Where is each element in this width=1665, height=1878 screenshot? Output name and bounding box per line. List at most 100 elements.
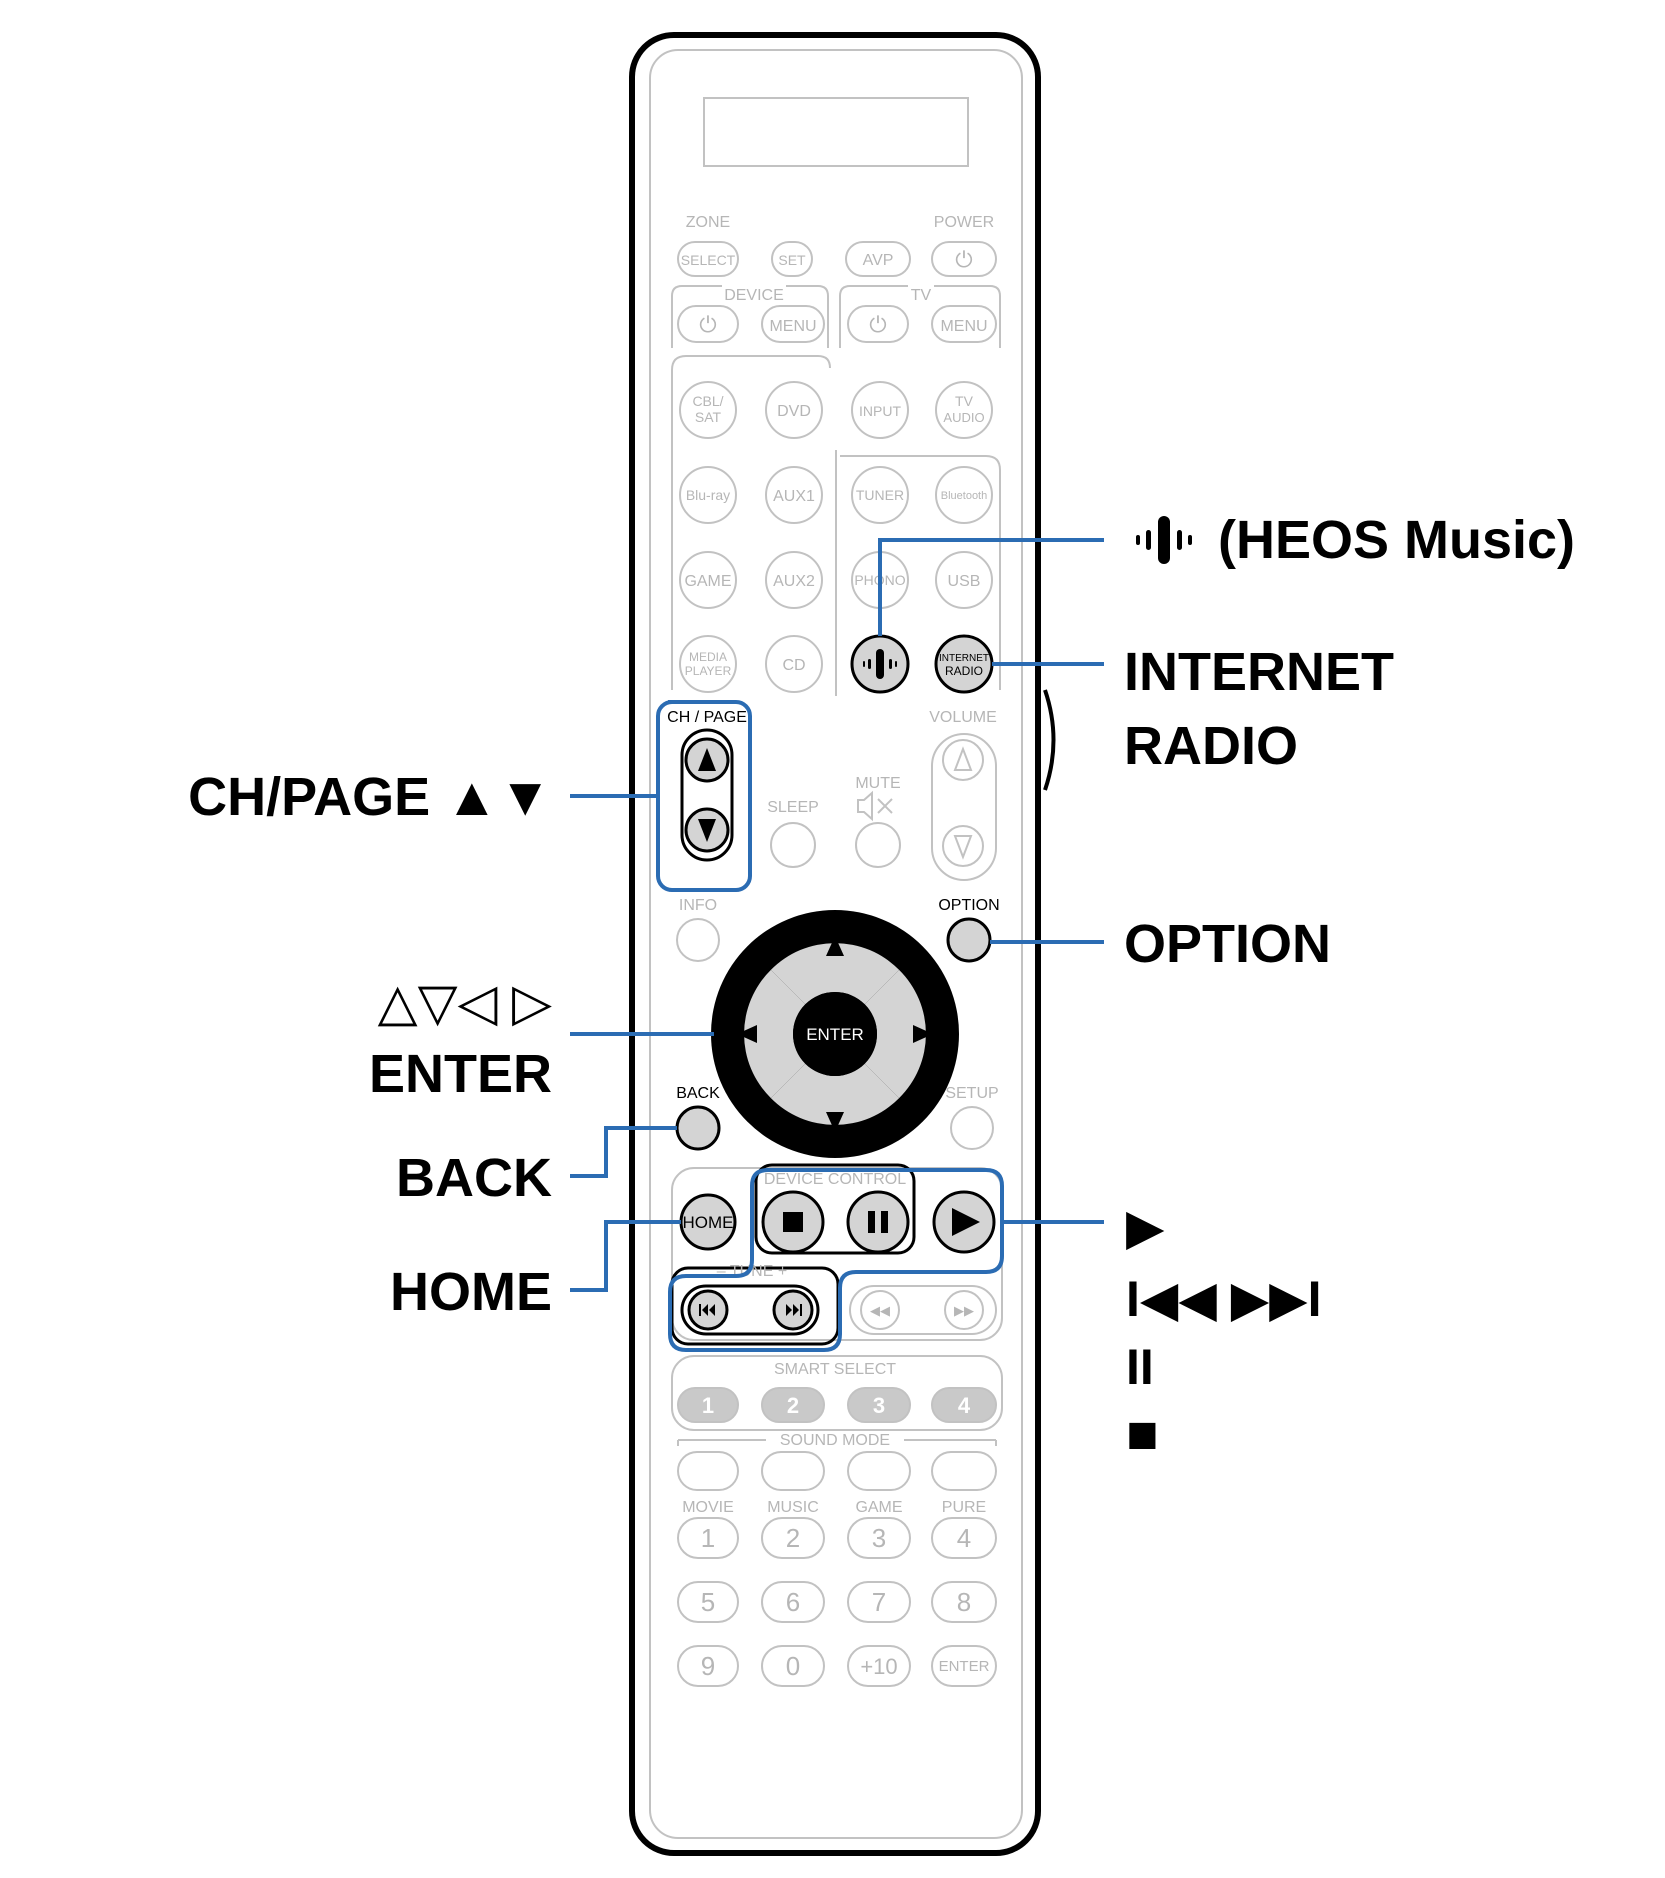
play-button[interactable] (932, 1190, 996, 1254)
home-callout-label: HOME (390, 1262, 552, 1322)
volume-up-button[interactable] (942, 739, 984, 781)
cursor-left-icon (737, 1025, 757, 1043)
key-8[interactable]: 8 (931, 1581, 997, 1623)
source-usb-button[interactable]: USB (935, 551, 993, 609)
cursor-up-button[interactable] (770, 943, 900, 1005)
bluetooth-label: Bluetooth (941, 490, 987, 502)
device-tv-section: DEVICE TV ⏻ MENU ⏻ MENU (671, 284, 1001, 348)
key-1[interactable]: 1 (677, 1517, 739, 1559)
smart-select-3-button[interactable]: 3 (847, 1387, 911, 1423)
device-menu-button[interactable]: MENU (761, 305, 825, 343)
source-bluetooth-button[interactable]: Bluetooth (935, 466, 993, 524)
fast-forward-button[interactable]: ▶▶ (944, 1290, 984, 1330)
power-button[interactable]: ⏻ (931, 241, 997, 277)
info-label: INFO (679, 897, 717, 914)
tv-audio-label-1: TV (955, 393, 974, 409)
pause-button[interactable] (846, 1190, 910, 1254)
tv-power-button[interactable]: ⏻ (847, 305, 909, 343)
setup-button[interactable] (950, 1106, 994, 1150)
key-6-label: 6 (786, 1587, 800, 1617)
smart-select-2-button[interactable]: 2 (761, 1387, 825, 1423)
aux2-label: AUX2 (773, 573, 815, 590)
tv-menu-button[interactable]: MENU (931, 305, 997, 343)
smart-select-3-label: 3 (873, 1393, 885, 1418)
skip-back-button[interactable] (687, 1289, 729, 1331)
tv-input-button[interactable]: INPUT (851, 381, 909, 439)
key-5[interactable]: 5 (677, 1581, 739, 1623)
sound-mode-game-button[interactable] (847, 1451, 911, 1491)
key-0-label: 0 (786, 1651, 800, 1681)
key-enter[interactable]: ENTER (931, 1645, 997, 1687)
bluray-label: Blu-ray (686, 487, 730, 503)
avp-label: AVP (863, 252, 894, 269)
device-power-button[interactable]: ⏻ (677, 305, 739, 343)
key-plus-10[interactable]: +10 (847, 1645, 911, 1687)
rewind-button[interactable]: ◀◀ (860, 1290, 900, 1330)
cursor-left-button[interactable] (744, 969, 806, 1099)
tv-audio-button[interactable]: TV AUDIO (935, 381, 993, 439)
source-game-button[interactable]: GAME (679, 551, 737, 609)
key-3[interactable]: 3 (847, 1517, 911, 1559)
source-aux1-button[interactable]: AUX1 (765, 466, 823, 524)
media-player-label-1: MEDIA (689, 650, 727, 664)
skip-callout-label: I◀◀ ▶▶I (1126, 1271, 1321, 1327)
ch-page-up-button[interactable] (684, 737, 730, 783)
zone-select-label: SELECT (681, 252, 736, 268)
internet-radio-callout-line-1: INTERNET (1124, 642, 1394, 702)
key-6[interactable]: 6 (761, 1581, 825, 1623)
source-cbl-sat-button[interactable]: CBL/ SAT (679, 381, 737, 439)
key-5-label: 5 (701, 1587, 715, 1617)
key-0[interactable]: 0 (761, 1645, 825, 1687)
enter-button[interactable]: ENTER (793, 992, 877, 1076)
sleep-button[interactable] (770, 822, 816, 868)
source-media-player-button[interactable]: MEDIA PLAYER (679, 635, 737, 693)
smart-select-4-button[interactable]: 4 (931, 1387, 997, 1423)
volume-down-button[interactable] (942, 825, 984, 867)
key-4[interactable]: 4 (931, 1517, 997, 1559)
sleep-label: SLEEP (767, 799, 819, 816)
heos-music-button[interactable] (850, 634, 910, 694)
nav-section: INFO OPTION ENTER BACK SETUP (675, 897, 1000, 1158)
sound-mode-movie-button[interactable] (677, 1451, 739, 1491)
avp-button[interactable]: AVP (845, 241, 911, 277)
option-button[interactable] (946, 917, 992, 963)
source-dvd-button[interactable]: DVD (765, 381, 823, 439)
cursor-callout-label: △▽◁ ▷ (378, 974, 552, 1032)
skip-forward-button[interactable] (772, 1289, 814, 1331)
key-7[interactable]: 7 (847, 1581, 911, 1623)
source-aux2-button[interactable]: AUX2 (765, 551, 823, 609)
key-enter-label: ENTER (939, 1658, 990, 1675)
cursor-right-button[interactable] (864, 969, 926, 1099)
source-tuner-button[interactable]: TUNER (851, 466, 909, 524)
key-9[interactable]: 9 (677, 1645, 739, 1687)
info-button[interactable] (676, 918, 720, 962)
set-button[interactable]: SET (771, 241, 813, 277)
sound-mode-music-button[interactable] (761, 1451, 825, 1491)
smart-select-1-button[interactable]: 1 (677, 1387, 739, 1423)
heos-callout-line (878, 538, 1104, 636)
input-label: INPUT (859, 403, 901, 419)
ch-page-down-button[interactable] (684, 807, 730, 853)
source-cd-button[interactable]: CD (765, 635, 823, 693)
stop-icon (783, 1212, 803, 1232)
sound-mode-pure-button[interactable] (931, 1451, 997, 1491)
internet-radio-button[interactable]: INTERNET RADIO (934, 634, 994, 694)
mute-button[interactable] (855, 822, 901, 868)
internet-radio-btn-label-1: INTERNET (939, 653, 989, 664)
key-2[interactable]: 2 (761, 1517, 825, 1559)
source-bluray-button[interactable]: Blu-ray (679, 466, 737, 524)
zone-select-button[interactable]: SELECT (677, 241, 739, 277)
home-button[interactable]: HOME (679, 1193, 737, 1251)
ch-page-callout-label: CH/PAGE ▲▼ (188, 767, 552, 827)
pause-callout-label: II (1126, 1339, 1154, 1395)
back-button[interactable] (675, 1105, 721, 1151)
remote-display (703, 97, 969, 167)
device-control-section: DEVICE CONTROL HOME – TUNE + (670, 1163, 1003, 1346)
tv-power-icon: ⏻ (869, 312, 886, 337)
stop-button[interactable] (761, 1190, 825, 1254)
cursor-down-button[interactable] (770, 1063, 900, 1125)
option-callout-label: OPTION (1124, 914, 1331, 974)
play-callout-label: ▶ (1126, 1199, 1165, 1255)
tv-audio-label-2: AUDIO (943, 410, 984, 425)
